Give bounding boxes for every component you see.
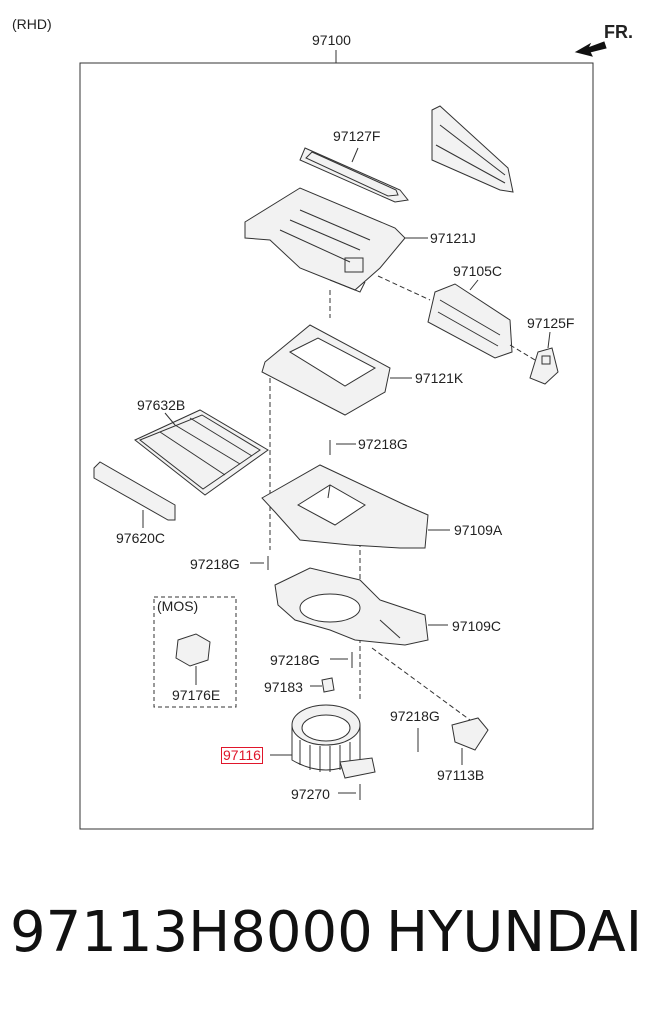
front-arrow-icon: [574, 41, 607, 57]
actuator-97105C-shape: [427, 283, 513, 359]
actuator-97125F-shape: [529, 347, 559, 385]
assembly-number-label: 97100: [312, 32, 351, 48]
upper-case-97109A-shape: [261, 464, 429, 549]
part-label-97218G-a[interactable]: 97218G: [358, 436, 408, 452]
brand-title: HYUNDAI: [386, 900, 643, 965]
part-label-97218G-c[interactable]: 97218G: [270, 652, 320, 668]
part-label-97218G-b[interactable]: 97218G: [190, 556, 240, 572]
lower-case-97109C-shape: [274, 567, 429, 646]
part-label-97127F[interactable]: 97127F: [333, 128, 381, 144]
part-label-97183[interactable]: 97183: [264, 679, 303, 695]
part-label-97113B[interactable]: 97113B: [437, 767, 485, 783]
part-label-97176E[interactable]: 97176E: [172, 687, 221, 703]
product-footer: 97113H8000 HYUNDAI: [0, 900, 651, 980]
gasket-97127F-shape: [299, 147, 409, 203]
intake-housing-97121J-shape: [244, 187, 406, 293]
part-label-97125F[interactable]: 97125F: [527, 315, 575, 331]
part-label-97116-highlighted[interactable]: 97116: [221, 747, 263, 764]
front-marker-label: FR.: [604, 22, 633, 42]
frame-97121K-shape: [261, 324, 391, 416]
part-label-97121K[interactable]: 97121K: [415, 370, 464, 386]
part-label-97620C[interactable]: 97620C: [116, 530, 166, 546]
blower-motor-97116-shape: [291, 704, 376, 779]
resistor-97176E-shape: [175, 633, 211, 667]
duct-top-shape: [431, 105, 514, 193]
part-label-97218G-d[interactable]: 97218G: [390, 708, 440, 724]
part-label-97632B[interactable]: 97632B: [137, 397, 186, 413]
parts-diagram: (RHD) FR. 97100 97127F 97121J 97105C 971…: [12, 16, 633, 830]
part-number-title: 97113H8000: [10, 900, 373, 965]
part-label-97109C[interactable]: 97109C: [452, 618, 502, 634]
drive-side-label: (RHD): [12, 16, 52, 32]
exploded-view-drawing: [79, 41, 607, 830]
part-label-97109A[interactable]: 97109A: [454, 522, 503, 538]
filter-97632B-shape: [134, 409, 269, 496]
part-label-97121J[interactable]: 97121J: [430, 230, 476, 246]
mos-group-label: (MOS): [157, 598, 199, 614]
part-label-97270[interactable]: 97270: [291, 786, 330, 802]
part-label-97105C[interactable]: 97105C: [453, 263, 503, 279]
assembly-connectors: [269, 275, 536, 721]
strip-97620C-shape: [93, 461, 176, 521]
module-97113B-shape: [451, 717, 489, 751]
mos-group-box: [153, 596, 237, 708]
